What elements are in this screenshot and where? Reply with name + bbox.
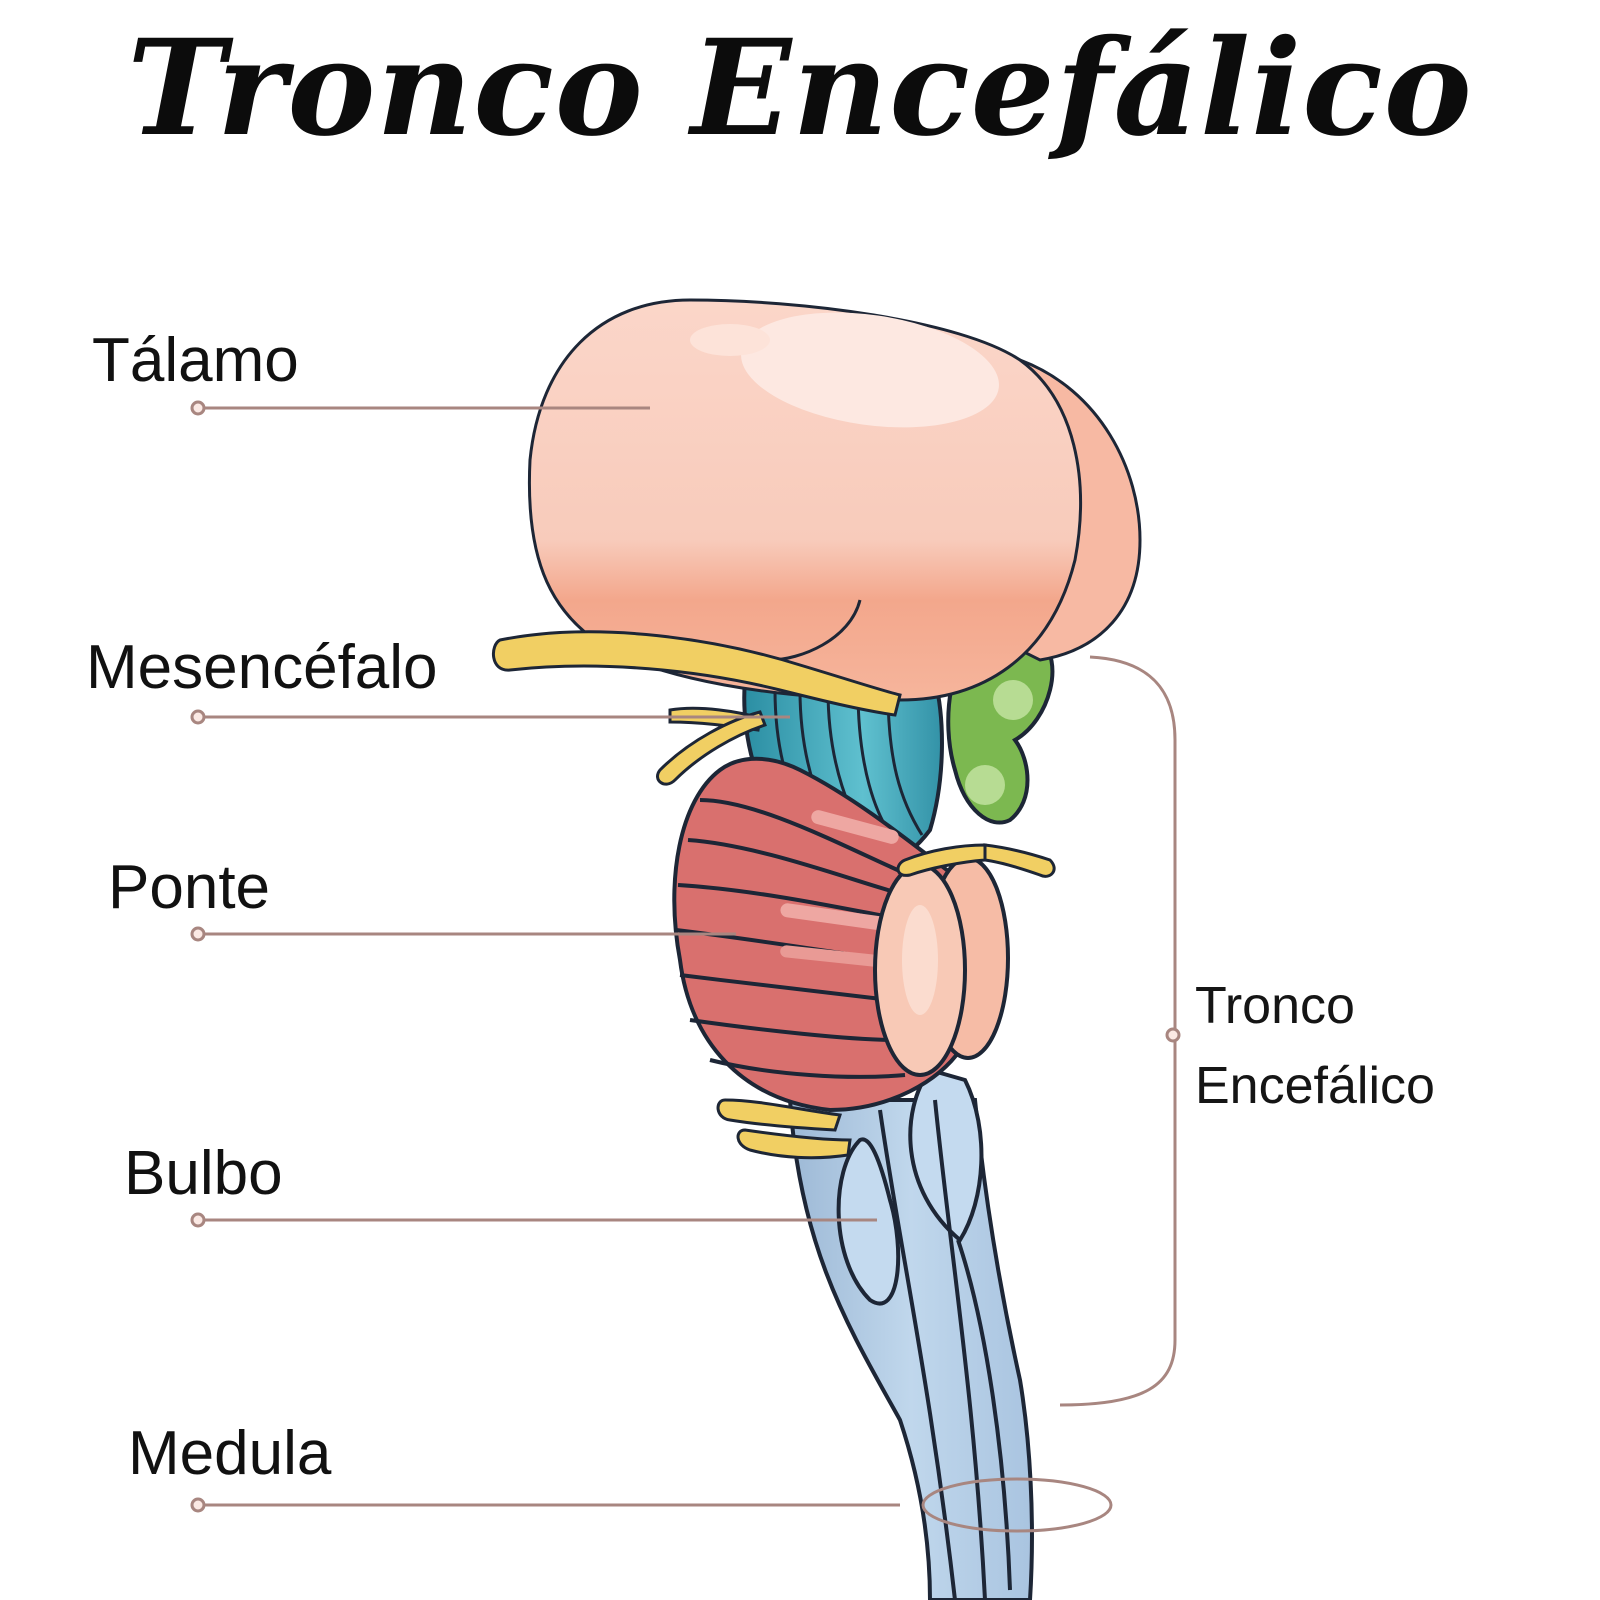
clipped-bottom-text <box>480 1587 840 1600</box>
bracket <box>1059 655 1177 1407</box>
bracket-label: Tronco Encefálico <box>1195 966 1435 1126</box>
nerves-shape <box>491 630 1056 1160</box>
pons-shape <box>672 756 1010 1113</box>
thalamus-shape <box>527 298 1142 702</box>
label-ponte: Ponte <box>108 853 271 922</box>
label-medula: Medula <box>128 1419 332 1488</box>
leader-lines <box>203 406 900 1507</box>
bracket-label-line1: Tronco <box>1195 977 1355 1035</box>
bracket-label-line2: Encefálico <box>1195 1057 1435 1115</box>
label-talamo: Tálamo <box>92 326 299 395</box>
medula-ring <box>921 1477 1113 1533</box>
label-mesencefalo: Mesencéfalo <box>86 633 438 702</box>
leader-dots <box>190 400 206 1513</box>
label-bulbo: Bulbo <box>124 1139 283 1208</box>
bracket-dot <box>1165 1027 1181 1043</box>
page-title: Tronco Encefálico <box>127 11 1473 166</box>
